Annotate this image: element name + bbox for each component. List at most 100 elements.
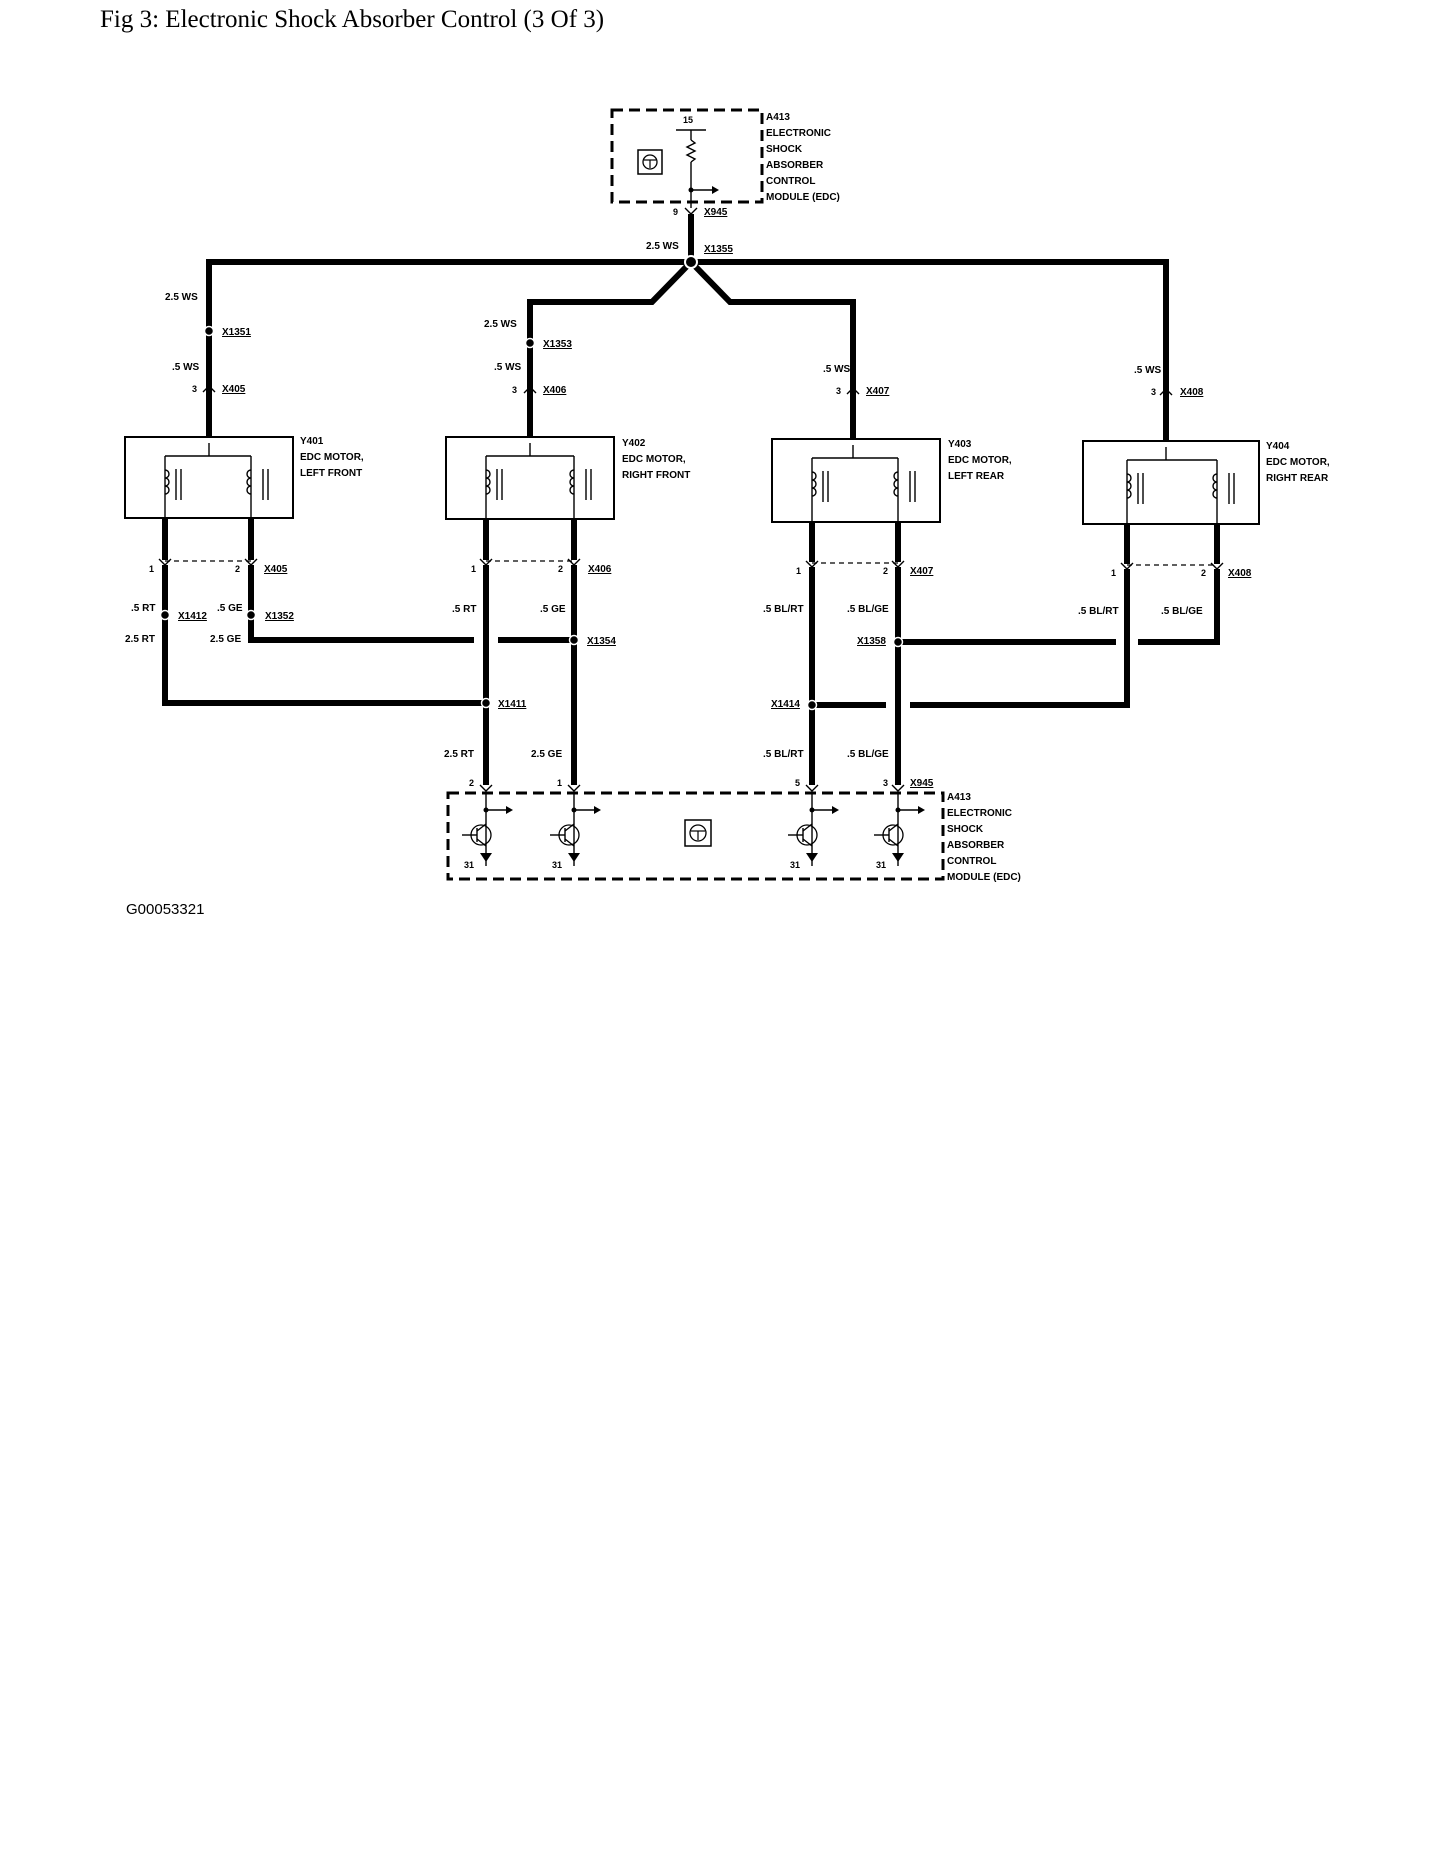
- main-splice-dot: [684, 255, 698, 269]
- svg-text:X1354: X1354: [587, 636, 616, 647]
- svg-text:Y404: Y404: [1266, 441, 1290, 452]
- svg-text:.5 GE: .5 GE: [540, 604, 566, 615]
- resistor-icon: [685, 139, 697, 163]
- wiring-diagram: 15 A413 ELECTRONIC SHOCK ABSORBER CONTRO…: [124, 108, 1330, 918]
- svg-text:X1358: X1358: [857, 636, 886, 647]
- transistor-icon: 31: [550, 793, 601, 870]
- svg-text:2: 2: [883, 566, 888, 576]
- svg-text:ELECTRONIC: ELECTRONIC: [766, 128, 831, 139]
- motor-y401: 2.5 WS X1351 .5 WS 3 X405 Y401 EDC MOTOR…: [124, 292, 364, 519]
- svg-text:ABSORBER: ABSORBER: [947, 840, 1005, 851]
- svg-text:ABSORBER: ABSORBER: [766, 160, 824, 171]
- svg-text:.5 WS: .5 WS: [1134, 365, 1162, 376]
- svg-text:1: 1: [796, 566, 801, 576]
- svg-text:.5 WS: .5 WS: [172, 362, 200, 373]
- svg-text:X406: X406: [543, 385, 567, 396]
- svg-text:X407: X407: [910, 566, 934, 577]
- lower-harness: .5 RT X1412 .5 GE X1352 2.5 RT 2.5 GE .5…: [125, 565, 1220, 785]
- svg-text:MODULE (EDC): MODULE (EDC): [766, 192, 840, 203]
- svg-text:2.5 WS: 2.5 WS: [165, 292, 198, 303]
- svg-text:X408: X408: [1228, 568, 1252, 579]
- transistor-icon: 31: [788, 793, 839, 870]
- splice-dot: [524, 337, 536, 349]
- svg-text:Y403: Y403: [948, 439, 972, 450]
- svg-text:2: 2: [469, 778, 474, 788]
- svg-text:X1352: X1352: [265, 611, 294, 622]
- svg-text:.5 RT: .5 RT: [452, 604, 476, 615]
- svg-text:X1351: X1351: [222, 327, 251, 338]
- svg-text:.5 BL/GE: .5 BL/GE: [847, 604, 889, 615]
- svg-text:2.5 RT: 2.5 RT: [444, 749, 474, 760]
- svg-text:.5 WS: .5 WS: [823, 364, 851, 375]
- svg-text:Y402: Y402: [622, 438, 646, 449]
- svg-text:RIGHT REAR: RIGHT REAR: [1266, 473, 1329, 484]
- svg-text:3: 3: [512, 385, 517, 395]
- module-top-label: A413 ELECTRONIC SHOCK ABSORBER CONTROL M…: [766, 112, 840, 203]
- svg-text:31: 31: [790, 860, 800, 870]
- motor-y403: .5 WS 3 X407 Y403 EDC MOTOR, LEFT REAR: [771, 364, 1012, 523]
- svg-text:EDC MOTOR,: EDC MOTOR,: [622, 454, 686, 465]
- svg-text:LEFT FRONT: LEFT FRONT: [300, 468, 362, 479]
- svg-text:CONTROL: CONTROL: [947, 856, 996, 867]
- svg-text:SHOCK: SHOCK: [947, 824, 984, 835]
- svg-text:.5 WS: .5 WS: [494, 362, 522, 373]
- svg-text:1: 1: [149, 564, 154, 574]
- svg-text:.5 GE: .5 GE: [217, 603, 243, 614]
- svg-text:31: 31: [876, 860, 886, 870]
- svg-text:X407: X407: [866, 386, 890, 397]
- figure-code: G00053321: [126, 901, 204, 918]
- module-bottom-connector: X945: [910, 778, 934, 789]
- coil-icon: [1126, 473, 1132, 499]
- svg-text:3: 3: [1151, 387, 1156, 397]
- main-splice-id: X1355: [704, 244, 733, 255]
- module-top-boundary: [610, 108, 764, 204]
- svg-text:RIGHT FRONT: RIGHT FRONT: [622, 470, 690, 481]
- svg-text:X1353: X1353: [543, 339, 572, 350]
- power-bus: 2.5 WS X1355: [206, 214, 1169, 440]
- svg-text:31: 31: [552, 860, 562, 870]
- svg-text:.5 RT: .5 RT: [131, 603, 155, 614]
- svg-text:X1414: X1414: [771, 699, 800, 710]
- motor-y404: .5 WS 3 X408 Y404 EDC MOTOR, RIGHT REAR: [1082, 365, 1330, 525]
- svg-text:2: 2: [1201, 568, 1206, 578]
- svg-text:2: 2: [235, 564, 240, 574]
- svg-text:31: 31: [464, 860, 474, 870]
- coil-icon: [893, 471, 899, 497]
- svg-text:2.5 GE: 2.5 GE: [531, 749, 562, 760]
- module-bottom-boundary: [446, 791, 945, 881]
- svg-text:CONTROL: CONTROL: [766, 176, 815, 187]
- connector-arrow-icon: [684, 207, 698, 215]
- svg-text:2.5 GE: 2.5 GE: [210, 634, 241, 645]
- svg-text:ELECTRONIC: ELECTRONIC: [947, 808, 1012, 819]
- svg-text:3: 3: [192, 384, 197, 394]
- connector-arrow-icon: [846, 387, 860, 395]
- svg-text:Y401: Y401: [300, 436, 324, 447]
- coil-icon: [246, 469, 252, 495]
- connector-arrow-icon: [523, 386, 537, 394]
- connector-arrow-icon: [202, 385, 216, 393]
- motor-box: [771, 438, 941, 523]
- coil-icon: [485, 469, 491, 495]
- module-top-connector: X945: [704, 207, 728, 218]
- svg-text:LEFT REAR: LEFT REAR: [948, 471, 1005, 482]
- splice-dot: [203, 325, 215, 337]
- svg-text:X405: X405: [264, 564, 288, 575]
- svg-text:X1412: X1412: [178, 611, 207, 622]
- svg-text:EDC MOTOR,: EDC MOTOR,: [1266, 457, 1330, 468]
- svg-text:.5 BL/GE: .5 BL/GE: [1161, 606, 1203, 617]
- module-top-id: A413: [766, 112, 790, 123]
- motor-y402: 2.5 WS X1353 .5 WS 3 X406 Y402 EDC MOTOR…: [445, 319, 690, 520]
- svg-text:EDC MOTOR,: EDC MOTOR,: [948, 455, 1012, 466]
- svg-text:X1411: X1411: [498, 699, 527, 710]
- coil-icon: [164, 469, 170, 495]
- svg-text:X406: X406: [588, 564, 612, 575]
- svg-text:2.5 WS: 2.5 WS: [484, 319, 517, 330]
- svg-text:1: 1: [1111, 568, 1116, 578]
- motor-box: [1082, 440, 1260, 525]
- motor-connectors: 1 2 X405 1 2 X406 1 2 X407 1 2 X408: [149, 518, 1252, 579]
- svg-text:X405: X405: [222, 384, 246, 395]
- connector-arrow-icon: [1159, 388, 1173, 396]
- svg-text:X408: X408: [1180, 387, 1204, 398]
- svg-text:.5 BL/RT: .5 BL/RT: [763, 604, 804, 615]
- svg-text:3: 3: [883, 778, 888, 788]
